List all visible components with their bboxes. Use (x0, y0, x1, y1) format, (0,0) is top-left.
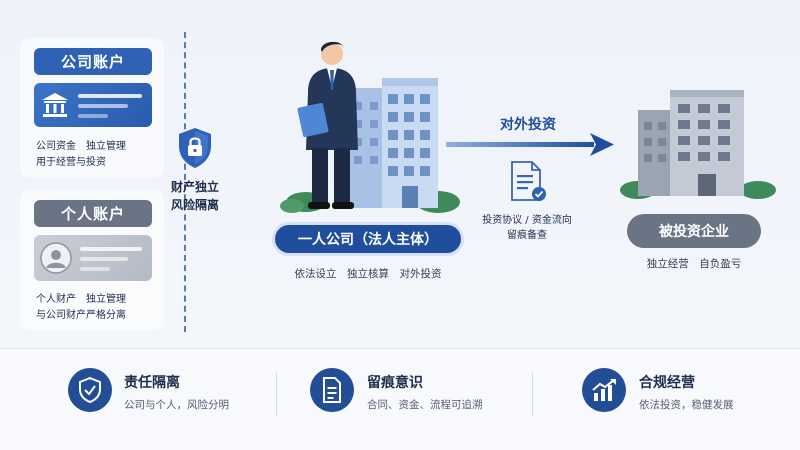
personal-account-caption-1: 个人财产 独立管理 (36, 294, 126, 305)
document-check-icon (511, 161, 546, 201)
feature-title-3: 合规经营 (639, 375, 695, 391)
document-caption-2: 留痕备查 (507, 230, 547, 241)
feature-desc-2: 合同、资金、流程可追溯 (367, 399, 483, 411)
personal-id-card (34, 235, 152, 281)
businessman-figure (297, 41, 358, 209)
personal-account-caption-2: 与公司财产严格分离 (36, 310, 126, 321)
feature-divider-2 (532, 372, 533, 416)
feature-divider-1 (276, 372, 277, 416)
arrow-label: 对外投资 (500, 117, 556, 133)
feature-title-2: 留痕意识 (367, 375, 423, 391)
main-entity-sub: 依法设立 独立核算 对外投资 (294, 268, 442, 280)
feature-band (0, 348, 800, 450)
personal-account-card: 个人账户 个人财产 独立管理 与公司财产严格分离 (20, 190, 164, 330)
invested-company-sub: 独立经营 自负盈亏 (646, 258, 742, 270)
growth-chart-icon (592, 379, 616, 401)
company-account-card: 公司账户 公司资金 独立管理 用于经营与投资 (20, 38, 164, 178)
isolation-label-2: 风险隔离 (170, 198, 219, 212)
document-list-icon (323, 377, 341, 403)
folder (297, 102, 329, 138)
shield-check-icon (79, 377, 101, 403)
bank-icon (42, 93, 68, 117)
feature-desc-3: 依法投资，稳健发展 (639, 399, 734, 411)
document-caption-1: 投资协议 / 资金流向 (482, 215, 572, 226)
invested-building-illustration (620, 90, 776, 199)
main-entity-label: 一人公司（法人主体） (272, 222, 464, 256)
company-illustration (280, 41, 460, 213)
isolation-divider (184, 32, 186, 332)
user-avatar-icon (40, 242, 72, 274)
company-account-caption-1: 公司资金 独立管理 (36, 141, 126, 152)
personal-account-title: 个人账户 (34, 200, 152, 227)
feature-icon-2 (310, 368, 354, 412)
invested-company-label: 被投资企业 (627, 214, 761, 248)
feature-desc-1: 公司与个人，风险分明 (124, 399, 229, 411)
feature-title-1: 责任隔离 (124, 375, 180, 391)
shield-lock-icon (179, 128, 211, 168)
invest-arrow (446, 133, 614, 156)
isolation-label-1: 财产独立 (170, 180, 219, 194)
company-bank-card (34, 83, 152, 127)
feature-icon-1 (68, 368, 112, 412)
company-account-title: 公司账户 (34, 48, 152, 75)
feature-icon-3 (582, 368, 626, 412)
company-account-caption-2: 用于经营与投资 (36, 157, 106, 168)
